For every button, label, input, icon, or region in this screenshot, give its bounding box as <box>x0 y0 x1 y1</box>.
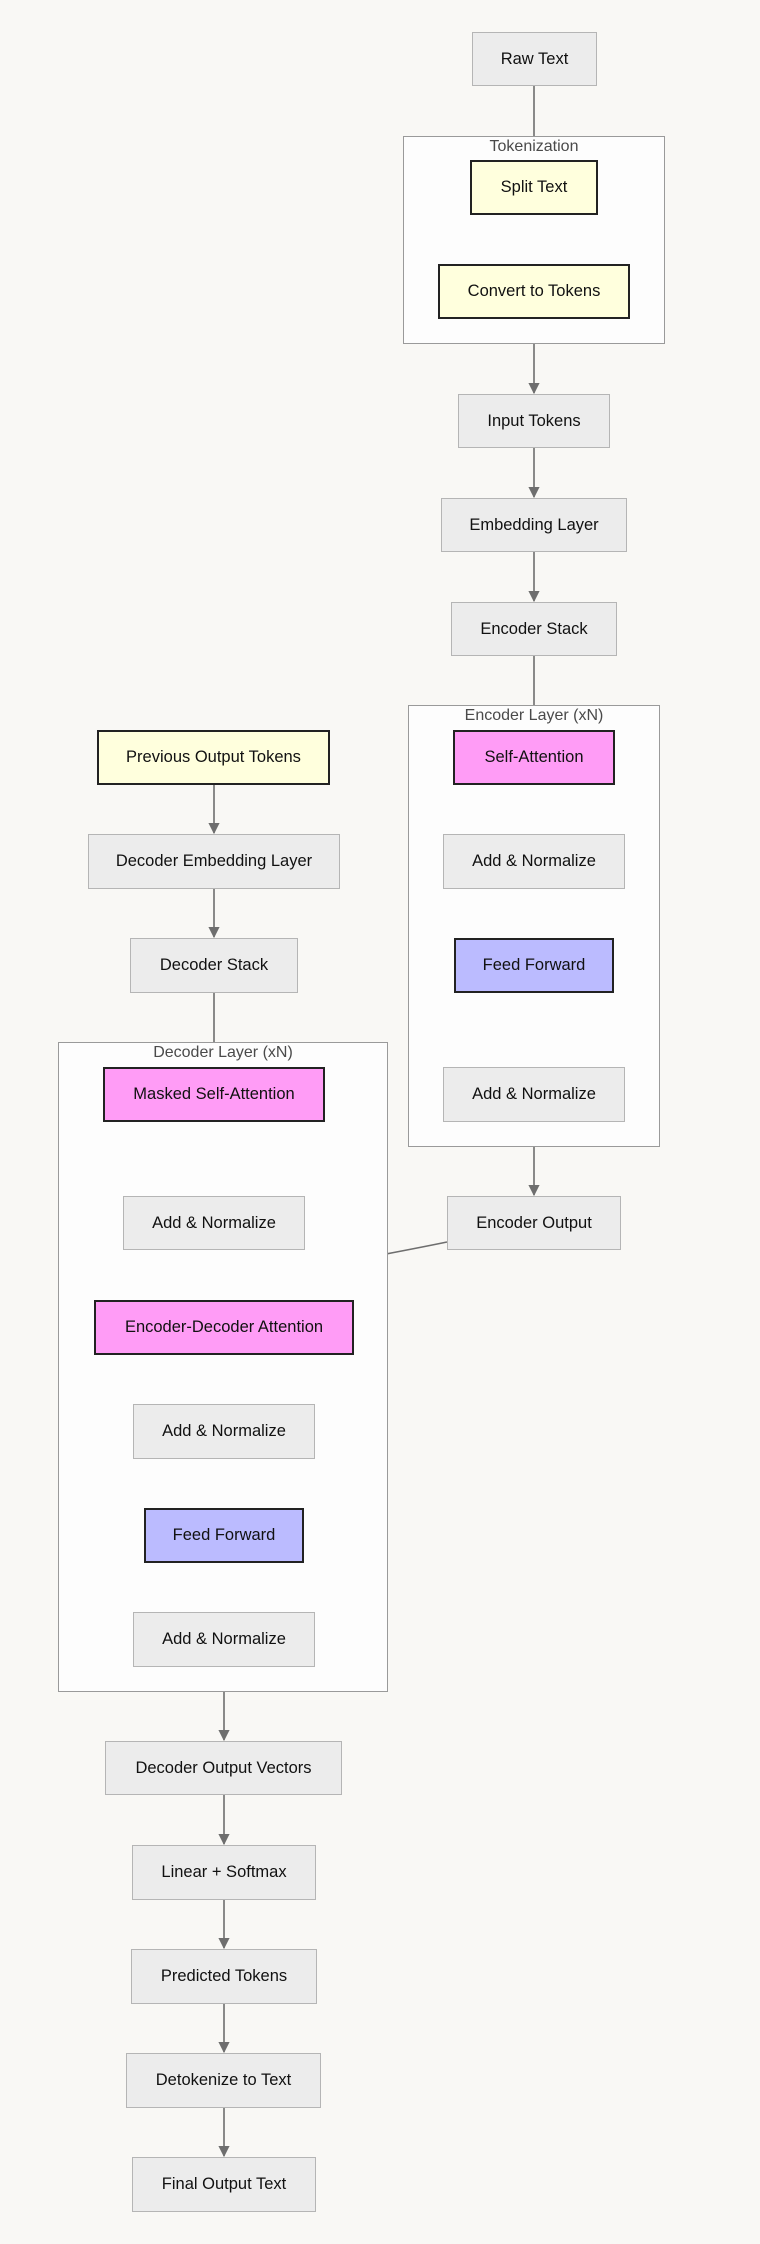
decoder-add-normalize-node-3: Add & Normalize <box>133 1612 315 1667</box>
decoder-stack-node: Decoder Stack <box>130 938 298 993</box>
decoder-add-normalize-node-1: Add & Normalize <box>123 1196 305 1250</box>
decoder-layer-cluster: Decoder Layer (xN) <box>58 1042 388 1692</box>
previous-output-tokens-node: Previous Output Tokens <box>97 730 330 785</box>
decoder-embedding-layer-node: Decoder Embedding Layer <box>88 834 340 889</box>
split-text-node: Split Text <box>470 160 598 215</box>
decoder-output-vectors-node: Decoder Output Vectors <box>105 1741 342 1795</box>
masked-self-attention-node: Masked Self-Attention <box>103 1067 325 1122</box>
predicted-tokens-node: Predicted Tokens <box>131 1949 317 2004</box>
encoder-output-node: Encoder Output <box>447 1196 621 1250</box>
tokenization-cluster-title: Tokenization <box>489 138 579 155</box>
convert-to-tokens-node: Convert to Tokens <box>438 264 630 319</box>
decoder-feed-forward-node: Feed Forward <box>144 1508 304 1563</box>
encoder-add-normalize-node-2: Add & Normalize <box>443 1067 625 1122</box>
raw-text-node: Raw Text <box>472 32 597 86</box>
decoder-layer-cluster-title: Decoder Layer (xN) <box>153 1044 293 1061</box>
final-output-text-node: Final Output Text <box>132 2157 316 2212</box>
embedding-layer-node: Embedding Layer <box>441 498 627 552</box>
encoder-stack-node: Encoder Stack <box>451 602 617 656</box>
decoder-add-normalize-node-2: Add & Normalize <box>133 1404 315 1459</box>
encoder-decoder-attention-node: Encoder-Decoder Attention <box>94 1300 354 1355</box>
encoder-add-normalize-node-1: Add & Normalize <box>443 834 625 889</box>
detokenize-to-text-node: Detokenize to Text <box>126 2053 321 2108</box>
encoder-layer-cluster-title: Encoder Layer (xN) <box>464 707 604 724</box>
encoder-feed-forward-node: Feed Forward <box>454 938 614 993</box>
linear-softmax-node: Linear + Softmax <box>132 1845 316 1900</box>
input-tokens-node: Input Tokens <box>458 394 610 448</box>
encoder-self-attention-node: Self-Attention <box>453 730 615 785</box>
